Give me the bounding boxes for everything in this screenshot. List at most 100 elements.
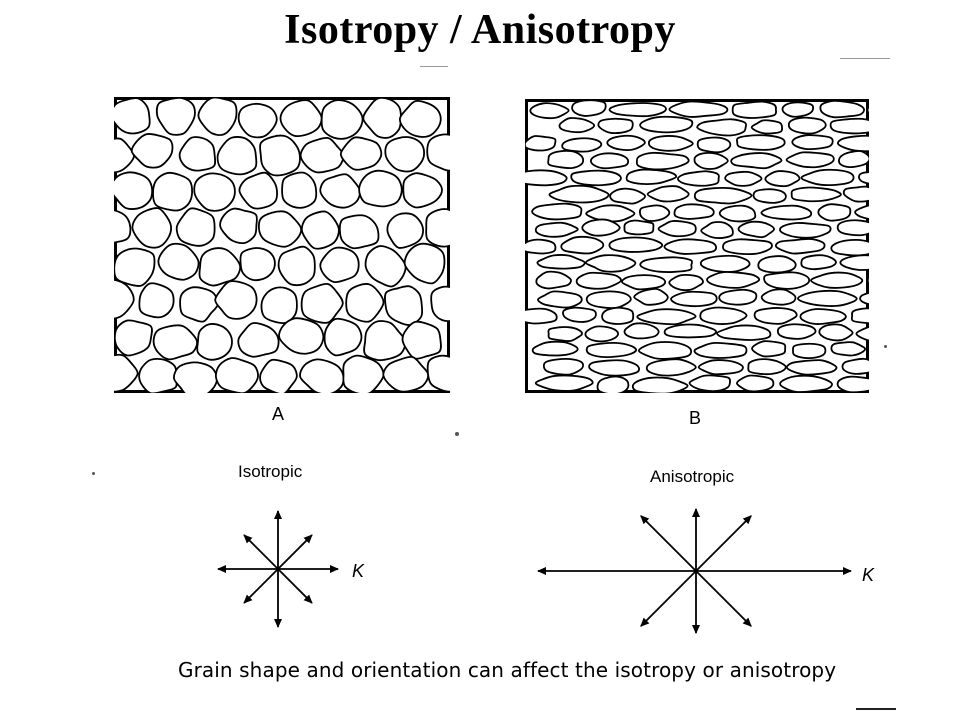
scan-line: [856, 708, 896, 710]
grain: [525, 169, 568, 187]
grain: [774, 238, 826, 255]
grain: [588, 359, 640, 377]
grain: [699, 306, 748, 325]
isotropic-direction-diagram: [217, 510, 339, 628]
grain: [259, 358, 298, 393]
grain: [542, 357, 584, 376]
grain: [800, 254, 837, 271]
grain: [529, 102, 570, 120]
grain: [584, 325, 620, 343]
grain: [216, 136, 258, 176]
grain: [155, 97, 196, 136]
grain: [819, 99, 865, 119]
grain: [716, 324, 772, 341]
grain: [345, 283, 385, 323]
grain: [114, 209, 132, 244]
grain: [193, 172, 236, 212]
grain: [763, 271, 811, 290]
grain: [836, 375, 869, 393]
grain: [647, 135, 694, 152]
grain: [800, 168, 855, 187]
grain: [737, 220, 776, 239]
grain: [817, 203, 852, 222]
grain: [281, 171, 318, 209]
grain: [548, 184, 610, 204]
grain: [196, 323, 233, 361]
grain: [724, 170, 763, 187]
grain: [299, 136, 345, 174]
grain: [855, 325, 869, 342]
grain: [537, 290, 583, 309]
grain: [403, 242, 446, 285]
grain: [364, 245, 407, 288]
grain: [219, 207, 258, 244]
grain: [585, 204, 636, 223]
grain: [818, 323, 854, 342]
grain: [114, 247, 156, 287]
grain: [299, 358, 345, 393]
grain: [300, 210, 340, 250]
grain: [829, 117, 869, 135]
grain: [173, 361, 218, 393]
grain: [646, 185, 690, 203]
grain: [386, 212, 425, 249]
grain: [700, 221, 734, 239]
grain: [362, 97, 402, 139]
grain: [197, 97, 238, 136]
grain: [239, 247, 276, 282]
isotropic-k-label: K: [352, 561, 365, 581]
grain: [706, 271, 761, 289]
grain: [697, 359, 744, 376]
grain: [179, 286, 219, 323]
grain: [114, 97, 151, 135]
grain: [575, 271, 622, 290]
grain: [753, 307, 798, 325]
grain: [785, 151, 835, 169]
grain: [319, 173, 361, 209]
grain: [278, 317, 325, 355]
grain: [836, 134, 869, 153]
grain: [735, 374, 775, 393]
grain: [535, 270, 572, 290]
grain: [657, 220, 697, 238]
grain: [625, 168, 678, 185]
grain: [859, 292, 869, 306]
grain: [645, 358, 697, 377]
grain: [751, 340, 787, 358]
grain: [792, 342, 827, 359]
grain: [677, 170, 720, 187]
grain: [747, 358, 787, 376]
grain: [175, 207, 216, 247]
grain: [779, 374, 833, 393]
panel-b-label: B: [689, 408, 702, 428]
isotropic-grain-panel: [114, 97, 450, 393]
grain: [635, 151, 690, 171]
grain: [722, 238, 773, 255]
grain-group-a: [114, 97, 450, 393]
grain: [534, 374, 594, 392]
grain: [839, 254, 869, 271]
grain: [760, 288, 797, 306]
grain: [562, 306, 597, 323]
grain: [525, 238, 557, 255]
grain: [696, 118, 748, 137]
grain: [382, 355, 430, 393]
grain: [358, 169, 403, 208]
grain: [138, 282, 175, 319]
grain: [787, 116, 827, 135]
grain: [238, 171, 278, 210]
grain: [402, 172, 443, 209]
panel-a-label: A: [272, 404, 285, 424]
grain: [639, 115, 694, 134]
scan-speck: [92, 472, 95, 475]
grain: [597, 117, 634, 134]
grain: [585, 290, 632, 310]
direction-arrow: [640, 515, 697, 572]
grain: [668, 100, 729, 118]
scan-line: [840, 58, 890, 59]
grain: [590, 152, 630, 170]
grain: [426, 354, 450, 393]
grain: [693, 152, 729, 170]
grain: [866, 275, 869, 286]
isotropic-label: Isotropic: [238, 462, 303, 481]
